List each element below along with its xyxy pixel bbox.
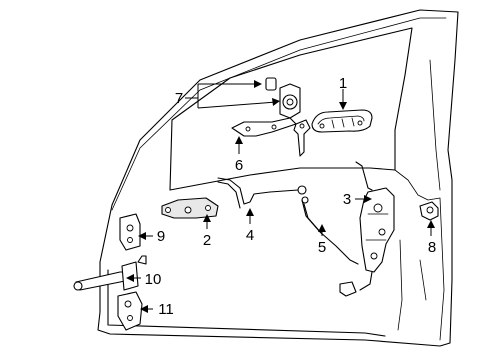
outside-handle <box>311 109 373 133</box>
callout-2: 2 <box>203 232 211 249</box>
lower-hinge <box>117 291 143 331</box>
callout-8: 8 <box>428 239 436 256</box>
door-frame <box>97 9 459 347</box>
striker <box>419 201 439 221</box>
callout-11: 10 <box>145 271 162 288</box>
upper-hinge-link <box>161 197 219 219</box>
door-check <box>73 255 147 291</box>
callout-3: 3 <box>343 191 351 208</box>
lock-cylinder-and-key <box>265 77 311 157</box>
leader-lines <box>126 80 435 313</box>
callout-1: 1 <box>339 75 347 92</box>
upper-hinge <box>119 213 141 251</box>
callout-4: 4 <box>246 227 254 244</box>
callout-7: 7 <box>175 90 183 107</box>
callout-10: 11 <box>158 301 174 318</box>
callout-labels: 1 2 3 4 5 6 7 8 9 11 10 <box>145 75 437 318</box>
callout-5: 5 <box>318 239 326 256</box>
callout-9: 9 <box>157 228 165 245</box>
door-lock-assembly <box>339 161 395 297</box>
handle-bracket <box>231 117 297 137</box>
callout-6: 6 <box>235 157 243 174</box>
lock-rod <box>297 185 359 265</box>
inside-handle-rod <box>217 177 299 209</box>
